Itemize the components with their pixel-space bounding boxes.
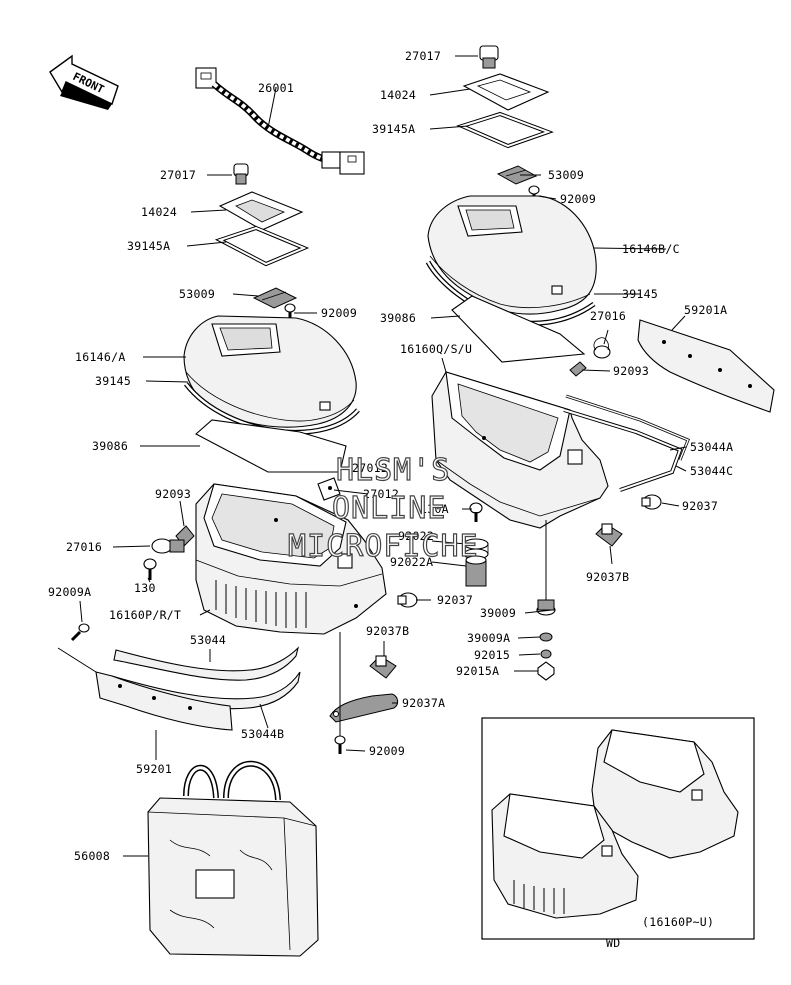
label-92093-left: 92093 bbox=[155, 487, 191, 501]
right-gasket-39145a bbox=[456, 111, 554, 149]
label-26001: 26001 bbox=[258, 81, 294, 95]
label-53009-left: 53009 bbox=[179, 287, 215, 301]
label-16160prt: 16160P/R/T bbox=[109, 608, 181, 622]
label-39009: 39009 bbox=[480, 606, 516, 620]
left-cover-plate-14024 bbox=[218, 191, 304, 231]
right-case-body bbox=[431, 371, 609, 529]
left-hinge-53009 bbox=[252, 287, 298, 309]
label-16160qsu: 16160Q/S/U bbox=[400, 342, 472, 356]
left-bracket-27012 bbox=[317, 477, 341, 501]
left-bumper-92037 bbox=[397, 592, 418, 608]
watermark-line-3: MICROFICHE bbox=[288, 529, 479, 564]
inset-box: (16160P~U) bbox=[481, 717, 755, 940]
label-92022: 92022 bbox=[398, 529, 434, 543]
inset-range-label: (16160P~U) bbox=[642, 915, 714, 929]
right-clamp-92037b bbox=[595, 523, 623, 547]
storage-bag-56008 bbox=[147, 760, 319, 957]
collar-92022a bbox=[465, 555, 487, 587]
strap-92037a bbox=[329, 693, 399, 723]
watermark-line-2: ONLINE bbox=[332, 491, 446, 526]
label-27017-top: 27017 bbox=[405, 49, 441, 63]
label-27017-left: 27017 bbox=[160, 168, 196, 182]
right-lid bbox=[427, 195, 597, 315]
label-59201: 59201 bbox=[136, 762, 172, 776]
label-92009-bottom: 92009 bbox=[369, 744, 405, 758]
label-39009a: 39009A bbox=[467, 631, 510, 645]
left-gasket-39145a bbox=[214, 225, 310, 267]
left-clamp-92037b bbox=[369, 655, 397, 679]
label-27012-a: 27012 bbox=[352, 461, 388, 475]
label-14024-left: 14024 bbox=[141, 205, 177, 219]
label-92009-right: 92009 bbox=[560, 192, 596, 206]
screw-130a bbox=[469, 502, 483, 522]
wiring-harness bbox=[195, 67, 365, 175]
front-arrow-icon: FRONT bbox=[49, 54, 119, 110]
label-39086-left: 39086 bbox=[92, 439, 128, 453]
label-16146bc: 16146B/C bbox=[622, 242, 680, 256]
bottom-screw-92009 bbox=[334, 735, 346, 754]
watermark-line-1: HLSM'S bbox=[336, 453, 450, 488]
right-trim-53044a bbox=[563, 408, 683, 492]
label-92093-right: 92093 bbox=[613, 364, 649, 378]
label-92015: 92015 bbox=[474, 648, 510, 662]
grommet-39009 bbox=[536, 599, 556, 616]
right-lid-liner-39086 bbox=[451, 295, 586, 363]
label-53044: 53044 bbox=[190, 633, 226, 647]
part-labels: 27017 26001 14024 39145A 53009 92009 270… bbox=[48, 49, 733, 863]
left-lid bbox=[183, 315, 357, 428]
label-39145-right: 39145 bbox=[622, 287, 658, 301]
nut-92015a bbox=[537, 661, 555, 681]
label-39145-left: 39145 bbox=[95, 374, 131, 388]
label-92037-mid: 92037 bbox=[437, 593, 473, 607]
label-92015a: 92015A bbox=[456, 664, 499, 678]
left-lock-27016 bbox=[151, 538, 185, 554]
washer-39009a bbox=[539, 632, 553, 642]
label-39145a-top: 39145A bbox=[372, 122, 415, 136]
screw-130 bbox=[143, 558, 157, 580]
label-92022a: 92022A bbox=[390, 555, 433, 569]
label-92037a: 92037A bbox=[402, 696, 445, 710]
label-39145a-left: 39145A bbox=[127, 239, 170, 253]
screw-92009a bbox=[70, 623, 90, 642]
right-cover-plate-14024 bbox=[462, 73, 550, 111]
right-lock-27016 bbox=[593, 337, 611, 359]
label-92037b-mid: 92037B bbox=[366, 624, 409, 638]
left-lid-liner-39086 bbox=[195, 419, 347, 473]
right-clip-92093 bbox=[569, 361, 587, 377]
label-14024-top: 14024 bbox=[380, 88, 416, 102]
label-130: 130 bbox=[134, 581, 156, 595]
nut-92015 bbox=[540, 649, 552, 659]
right-lock-cylinder bbox=[479, 45, 499, 69]
inset-caption: WD bbox=[606, 936, 620, 950]
label-53044c: 53044C bbox=[690, 464, 733, 478]
left-side-panel-59201 bbox=[95, 671, 233, 731]
leader-lines bbox=[57, 55, 687, 857]
label-53044b: 53044B bbox=[241, 727, 284, 741]
label-92037-right: 92037 bbox=[682, 499, 718, 513]
label-27016-right: 27016 bbox=[590, 309, 626, 323]
right-hinge-53009 bbox=[496, 165, 538, 185]
label-53009-right: 53009 bbox=[548, 168, 584, 182]
label-92037b-right: 92037B bbox=[586, 570, 629, 584]
label-27012-b: 27012 bbox=[363, 487, 399, 501]
label-27016-left: 27016 bbox=[66, 540, 102, 554]
label-53044a: 53044A bbox=[690, 440, 733, 454]
left-lock-cylinder bbox=[233, 163, 249, 185]
label-130a: 130A bbox=[420, 502, 449, 516]
left-trim-53044 bbox=[113, 646, 300, 681]
label-59201a: 59201A bbox=[684, 303, 727, 317]
label-39086-right: 39086 bbox=[380, 311, 416, 325]
label-92009a: 92009A bbox=[48, 585, 91, 599]
right-side-panel-59201a bbox=[637, 319, 775, 413]
right-trim-53044c bbox=[565, 394, 690, 461]
label-16146a: 16146/A bbox=[75, 350, 126, 364]
label-92009-left: 92009 bbox=[321, 306, 357, 320]
right-bumper-92037 bbox=[641, 494, 662, 510]
watermark: HLSM'S ONLINE MICROFICHE bbox=[287, 452, 479, 564]
left-case-body bbox=[195, 483, 387, 635]
label-56008: 56008 bbox=[74, 849, 110, 863]
